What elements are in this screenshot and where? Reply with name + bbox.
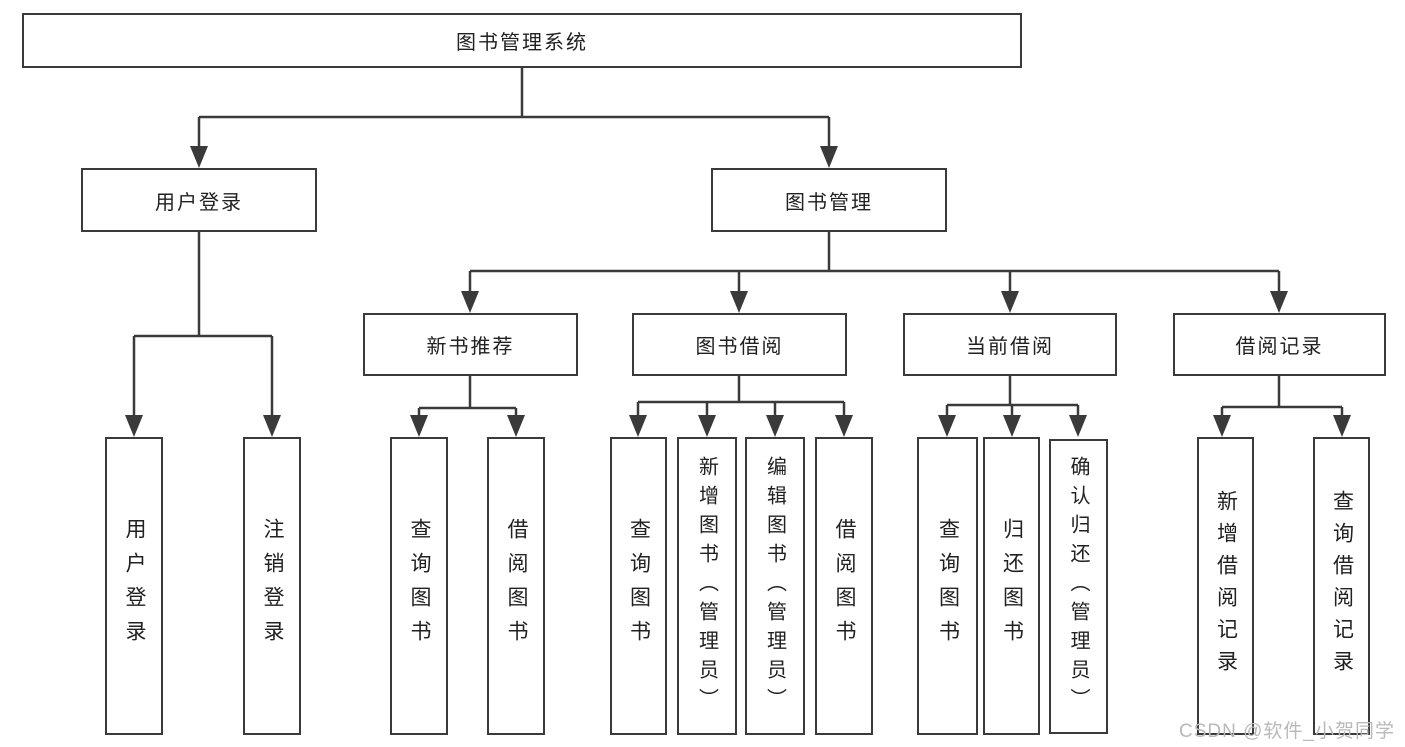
node-recommend-borrow-books: 借阅图书	[487, 437, 545, 735]
node-recommend-query-books: 查询图书	[390, 437, 448, 735]
node-new-book-recommendation: 新书推荐	[363, 313, 578, 376]
node-add-books-admin: 新增图书（管理员）	[677, 437, 737, 735]
node-library-management-system: 图书管理系统	[22, 13, 1022, 68]
node-book-borrowing: 图书借阅	[632, 313, 847, 376]
node-add-borrow-record: 新增借阅记录	[1197, 437, 1254, 735]
node-query-borrow-record: 查询借阅记录	[1313, 437, 1370, 735]
node-current-query-books: 查询图书	[917, 437, 978, 735]
node-logout-action: 注销登录	[243, 437, 301, 735]
node-borrowing-records: 借阅记录	[1173, 313, 1386, 376]
node-return-books: 归还图书	[983, 437, 1040, 735]
node-borrow-books: 借阅图书	[815, 437, 873, 735]
csdn-watermark: CSDN @软件_小贺同学	[1179, 721, 1395, 742]
node-book-management: 图书管理	[711, 168, 947, 232]
node-edit-books-admin: 编辑图书（管理员）	[745, 437, 805, 735]
node-user-login-action: 用户登录	[105, 437, 163, 735]
node-borrowing-query-books: 查询图书	[610, 437, 667, 735]
node-user-login-group: 用户登录	[81, 168, 317, 232]
node-confirm-return-admin: 确认归还（管理员）	[1049, 439, 1108, 734]
node-current-borrowing: 当前借阅	[903, 313, 1117, 376]
